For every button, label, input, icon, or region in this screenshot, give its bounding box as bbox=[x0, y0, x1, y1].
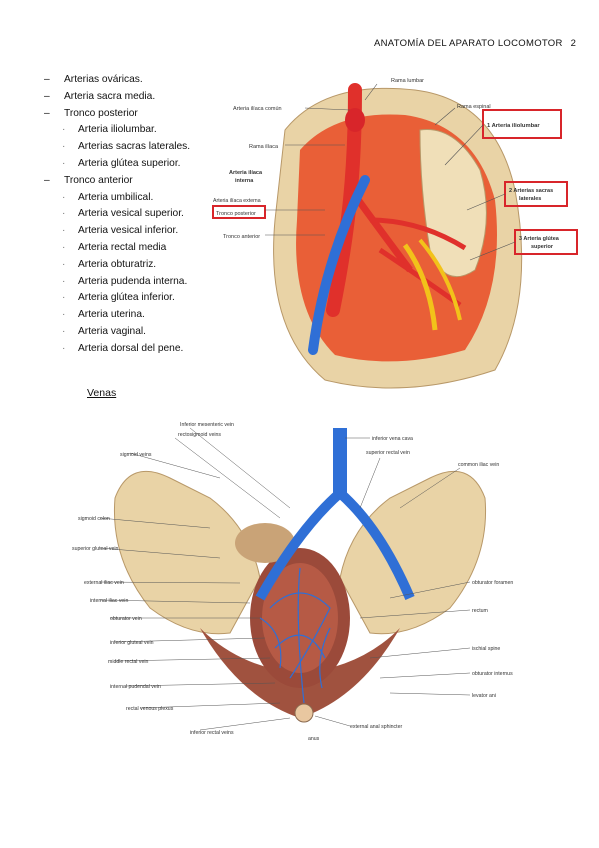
label-arteria-iliaca-comun: Arteria ilíaca común bbox=[233, 106, 282, 112]
label-anus: anus bbox=[308, 736, 320, 742]
label-inferior-rectal-veins: inferior rectal veins bbox=[190, 730, 234, 736]
label-inferior-gluteal-vein: inferior gluteal vein bbox=[110, 640, 154, 646]
label-sigmoid-veins: sigmoid veins bbox=[120, 452, 152, 458]
label-ischial-spine: ischial spine bbox=[472, 646, 500, 652]
pelvic-arteries-illustration: Rama lumbar Arteria ilíaca común Rama es… bbox=[205, 70, 585, 400]
label-external-iliac-vein: external iliac vein bbox=[84, 580, 124, 586]
label-arteria-iliaca-interna-2: interna bbox=[235, 178, 254, 184]
pelvic-veins-illustration: Inferior mesenteric vein rectosigmoid ve… bbox=[60, 418, 540, 748]
label-inferior-mesenteric-vein: Inferior mesenteric vein bbox=[180, 422, 234, 428]
label-obturator-foramen: obturator foramen bbox=[472, 580, 513, 586]
list-item: Arteria vesical inferior. bbox=[44, 223, 190, 240]
list-item: Arteria umbilical. bbox=[44, 190, 190, 207]
artery-list: Arterias ováricas.Arteria sacra media.Tr… bbox=[44, 72, 190, 358]
label-rectal-venous-plexus: rectal venous plexus bbox=[126, 706, 174, 712]
list-item: Tronco posterior bbox=[44, 106, 190, 123]
label-tronco-anterior: Tronco anterior bbox=[223, 234, 260, 240]
label-arteria-iliaca-externa: Arteria ilíaca externa bbox=[213, 198, 261, 204]
label-internal-pudendal-vein: internal pudendal vein bbox=[110, 684, 161, 690]
list-item: Arterias ováricas. bbox=[44, 72, 190, 89]
label-rama-iliaca: Rama ilíaca bbox=[249, 144, 279, 150]
label-box-glutea-2: superior bbox=[531, 244, 554, 250]
label-rectum: rectum bbox=[472, 608, 488, 614]
label-box-glutea-1: 3 Arteria glútea bbox=[519, 236, 560, 242]
label-external-anal-sphincter: external anal sphincter bbox=[350, 724, 402, 730]
label-common-iliac-vein: common iliac vein bbox=[458, 462, 499, 468]
header-title: ANATOMÍA DEL APARATO LOCOMOTOR bbox=[374, 38, 563, 49]
list-item: Arteria pudenda interna. bbox=[44, 274, 190, 291]
label-middle-rectal-vein: middle rectal vein bbox=[108, 659, 148, 665]
page-header: ANATOMÍA DEL APARATO LOCOMOTOR 2 bbox=[374, 38, 576, 49]
label-obturator-internus: obturator internus bbox=[472, 671, 513, 677]
list-item: Arteria rectal media bbox=[44, 240, 190, 257]
list-item: Arteria sacra media. bbox=[44, 89, 190, 106]
list-item: Arteria iliolumbar. bbox=[44, 122, 190, 139]
label-rectosigmoid-veins: rectosigmoid veins bbox=[178, 432, 221, 438]
list-item: Arteria glútea superior. bbox=[44, 156, 190, 173]
list-item: Arteria obturatriz. bbox=[44, 257, 190, 274]
list-item: Arteria dorsal del pene. bbox=[44, 341, 190, 358]
label-rama-lumbar: Rama lumbar bbox=[391, 78, 424, 84]
label-superior-rectal-vein: superior rectal vein bbox=[366, 450, 410, 456]
label-levator-ani: levator ani bbox=[472, 693, 496, 699]
label-arteria-iliaca-interna-1: Arteria ilíaca bbox=[229, 170, 263, 176]
label-box-iliolumbar: 1 Arteria iliolumbar bbox=[487, 123, 540, 129]
list-item: Tronco anterior bbox=[44, 173, 190, 190]
label-obturator-vein: obturator vein bbox=[110, 616, 142, 622]
section-title-venas: Venas bbox=[87, 387, 117, 399]
page-number: 2 bbox=[570, 38, 577, 49]
list-item: Arteria vaginal. bbox=[44, 324, 190, 341]
label-tronco-posterior: Tronco posterior bbox=[216, 211, 256, 217]
list-item: Arteria uterina. bbox=[44, 307, 190, 324]
label-box-sacras-1: 2 Arterias sacras bbox=[509, 188, 553, 194]
list-item: Arterias sacras laterales. bbox=[44, 139, 190, 156]
label-box-sacras-2: laterales bbox=[519, 196, 541, 202]
label-rama-espinal: Rama espinal bbox=[457, 104, 491, 110]
list-item: Arteria vesical superior. bbox=[44, 206, 190, 223]
label-internal-iliac-vein: internal iliac vein bbox=[90, 598, 128, 604]
label-superior-gluteal-vein: superior gluteal vein bbox=[72, 546, 119, 552]
label-inferior-vena-cava: inferior vena cava bbox=[372, 436, 413, 442]
list-item: Arteria glútea inferior. bbox=[44, 290, 190, 307]
label-sigmoid-colon: sigmoid colon bbox=[78, 516, 110, 522]
